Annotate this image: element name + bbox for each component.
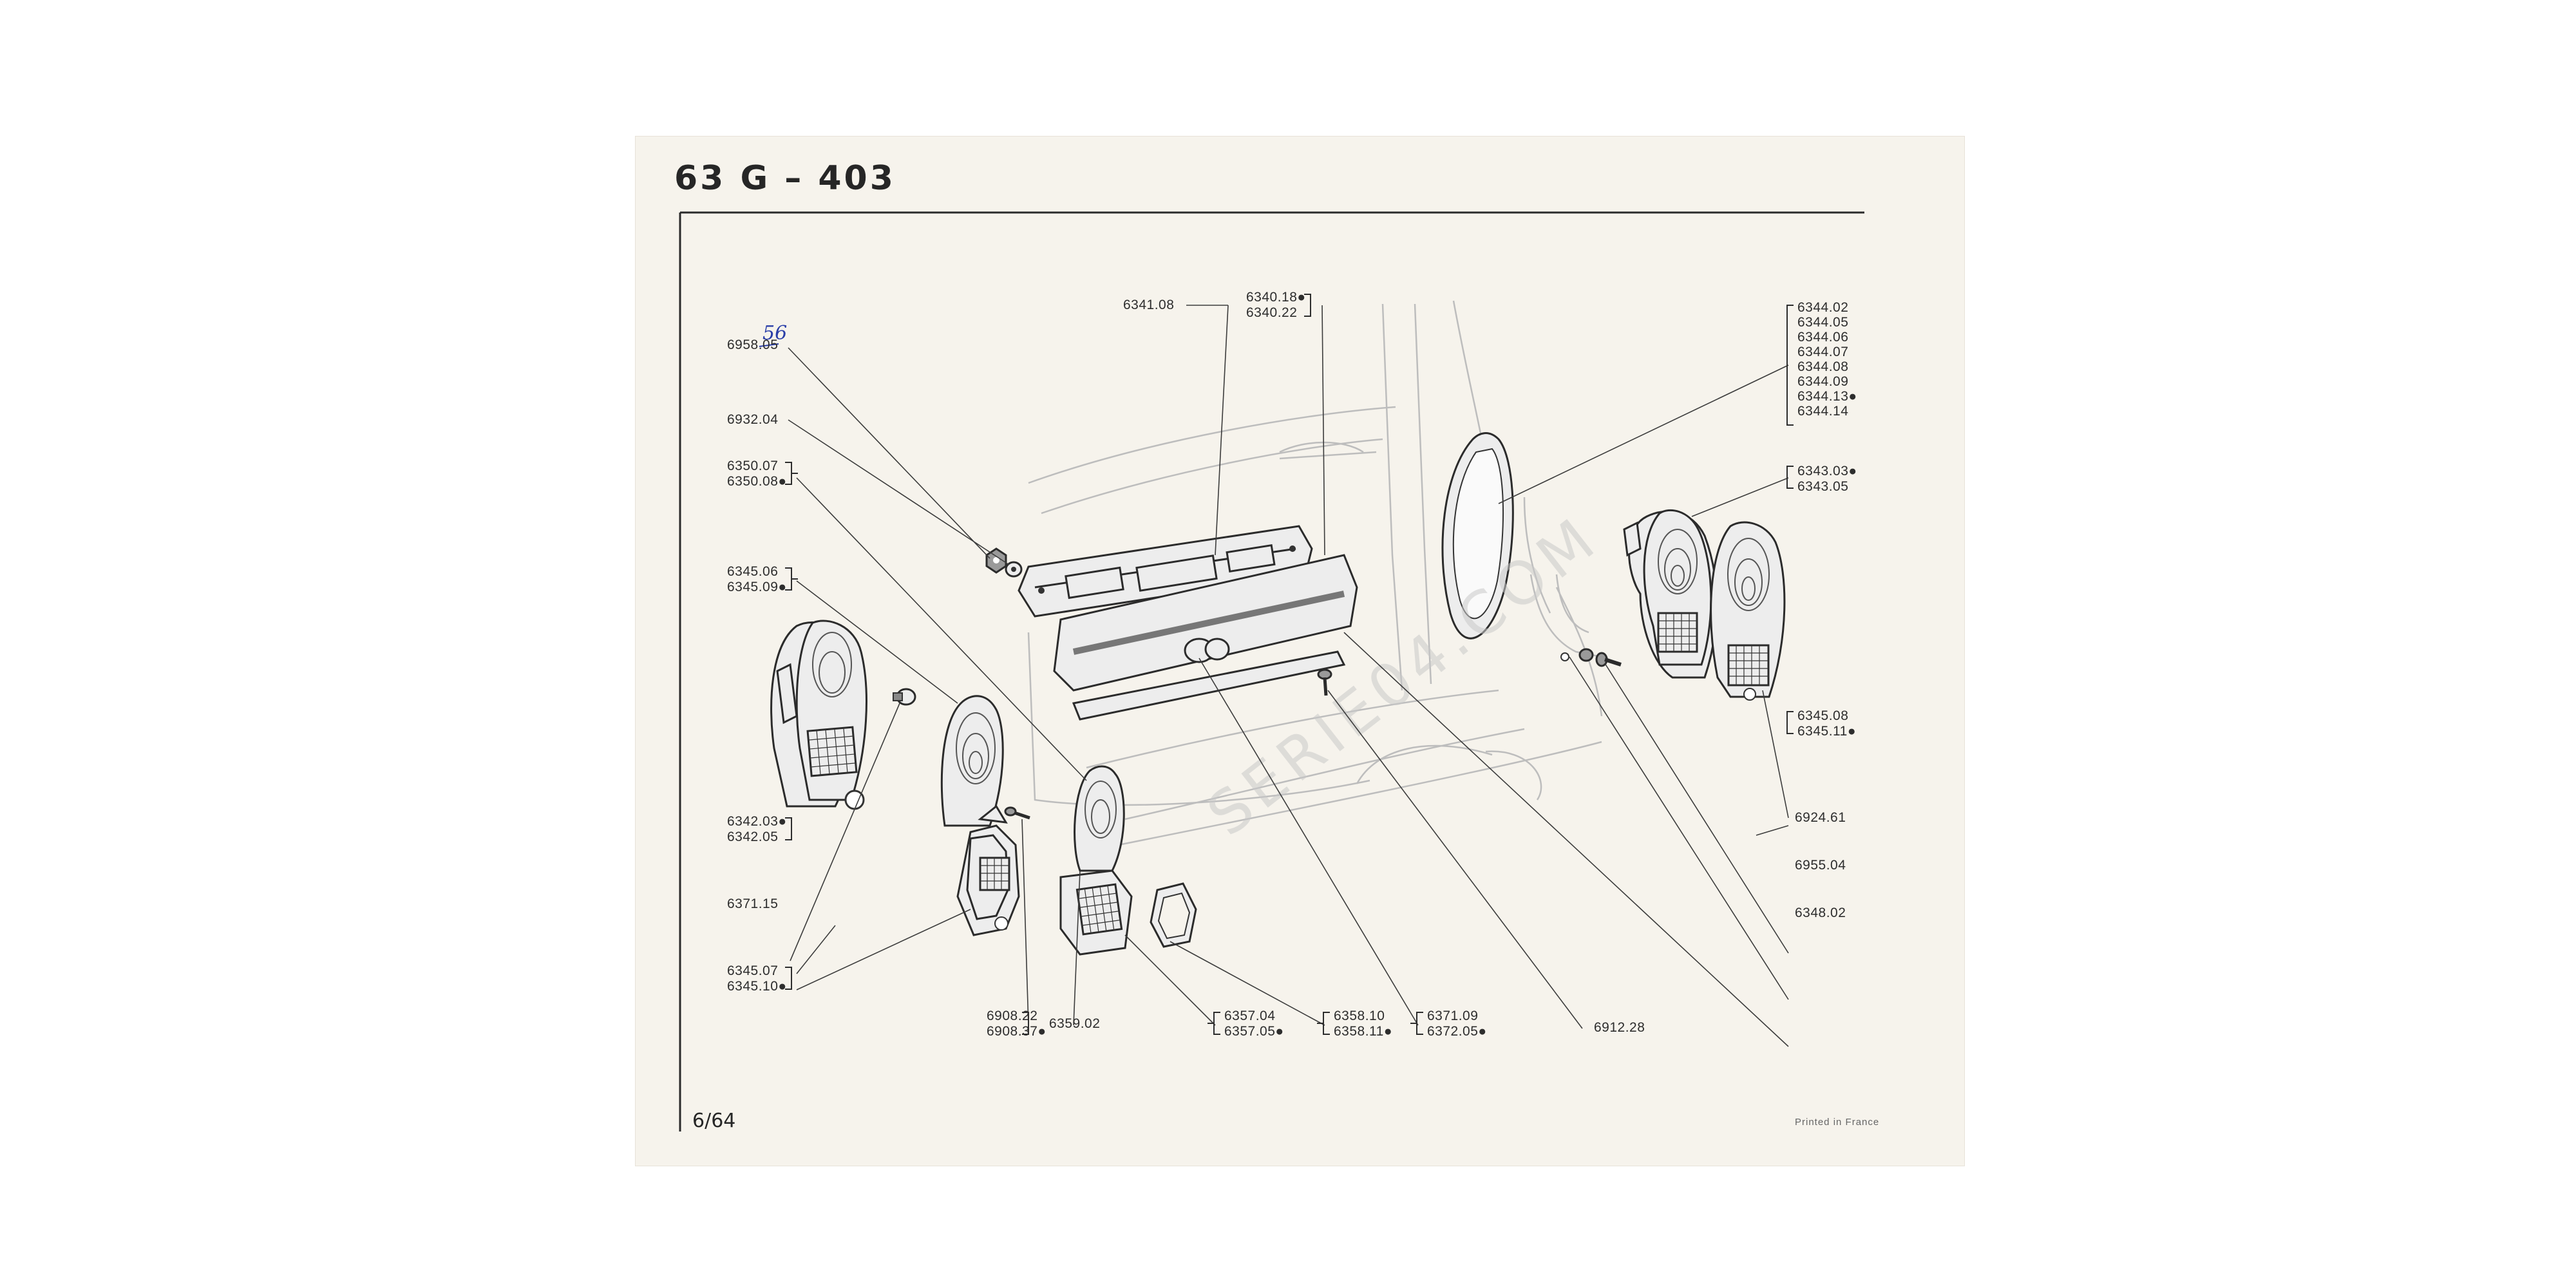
label-6344-09: 6344.09 bbox=[1797, 374, 1848, 389]
label-6344-07: 6344.07 bbox=[1797, 345, 1848, 359]
reflector-gasket bbox=[1150, 882, 1197, 948]
label-6341-08: 6341.08 bbox=[1123, 298, 1174, 312]
label-6359-02: 6359.02 bbox=[1049, 1016, 1100, 1031]
right-tail-lamp-body bbox=[1623, 509, 1718, 679]
label-6372-05: 6372.05● bbox=[1427, 1024, 1487, 1039]
part-labels: 6958.05 6932.04 6350.07 6350.08● 6345.06… bbox=[727, 290, 1857, 1039]
page-title: 63 G – 403 bbox=[674, 159, 896, 198]
page-number: 6/64 bbox=[692, 1110, 735, 1132]
label-6357-05: 6357.05● bbox=[1224, 1024, 1284, 1039]
licence-plate-light-housing bbox=[1018, 525, 1313, 618]
printed-note: Printed in France bbox=[1795, 1117, 1879, 1128]
bulb-icon bbox=[893, 688, 916, 706]
label-6340-18: 6340.18● bbox=[1246, 290, 1306, 305]
screw-icon bbox=[1317, 668, 1332, 696]
label-6912-28: 6912.28 bbox=[1594, 1020, 1645, 1035]
label-brackets bbox=[785, 294, 1794, 1035]
label-6932: 6932.04 bbox=[727, 412, 778, 427]
label-6345-11: 6345.11● bbox=[1797, 724, 1856, 739]
washer-icon bbox=[1005, 561, 1023, 578]
small-screw-icon bbox=[1004, 806, 1030, 820]
label-6345-08: 6345.08 bbox=[1797, 708, 1848, 723]
label-6371-15: 6371.15 bbox=[727, 896, 778, 911]
label-6343-03: 6343.03● bbox=[1797, 464, 1857, 478]
label-6344-14: 6344.14 bbox=[1797, 404, 1848, 419]
label-6358-10: 6358.10 bbox=[1334, 1009, 1385, 1023]
mounting-bracket bbox=[1530, 574, 1609, 661]
label-6344-08: 6344.08 bbox=[1797, 359, 1848, 374]
gasket-strip bbox=[1072, 650, 1346, 721]
label-6350-07: 6350.07 bbox=[727, 459, 778, 473]
right-tail-lamp-lens bbox=[1710, 521, 1786, 701]
handwritten-note: 56 bbox=[762, 322, 787, 345]
left-tail-lamp-lens bbox=[940, 695, 1004, 827]
label-6344-02: 6344.02 bbox=[1797, 300, 1848, 315]
label-6343-05: 6343.05 bbox=[1797, 479, 1848, 494]
label-6357-04: 6357.04 bbox=[1224, 1009, 1275, 1023]
handwritten-strike bbox=[759, 343, 779, 347]
bolt-icon bbox=[1595, 652, 1622, 667]
label-6908-22: 6908.22 bbox=[987, 1009, 1037, 1023]
car-body-outline bbox=[1027, 300, 1603, 853]
label-6340-22: 6340.22 bbox=[1246, 305, 1297, 320]
rear-light-seal bbox=[1441, 432, 1514, 639]
label-6371-09: 6371.09 bbox=[1427, 1009, 1478, 1023]
label-6344-13: 6344.13● bbox=[1797, 389, 1857, 404]
label-6958: 6958.05 bbox=[727, 337, 778, 352]
reflector-bar bbox=[1053, 554, 1358, 692]
label-6342-05: 6342.05 bbox=[727, 829, 778, 844]
label-6345-06: 6345.06 bbox=[727, 564, 778, 579]
label-6345-09: 6345.09● bbox=[727, 580, 787, 594]
centre-lamp-lens bbox=[1074, 765, 1125, 872]
label-6345-07: 6345.07 bbox=[727, 963, 778, 978]
square-reflector bbox=[1059, 869, 1133, 956]
lamp-reflector-unit bbox=[956, 804, 1020, 936]
label-6358-11: 6358.11● bbox=[1334, 1024, 1392, 1039]
label-6345-10: 6345.10● bbox=[727, 979, 787, 994]
label-6908-37: 6908.37● bbox=[987, 1024, 1046, 1039]
grommet-icon bbox=[1578, 648, 1594, 662]
label-6924-61: 6924.61 bbox=[1795, 810, 1846, 825]
left-tail-lamp-body bbox=[770, 620, 867, 810]
label-6955-04: 6955.04 bbox=[1795, 858, 1846, 873]
label-6350-08: 6350.08● bbox=[727, 474, 787, 489]
leader-lines bbox=[788, 305, 1789, 1047]
label-6344-05: 6344.05 bbox=[1797, 315, 1848, 330]
label-6344-06: 6344.06 bbox=[1797, 330, 1848, 345]
label-6348-02: 6348.02 bbox=[1795, 905, 1846, 920]
parts-catalog-page: 63 G – 403 6/64 Printed in France bbox=[636, 137, 1964, 1166]
exploded-diagram: 63 G – 403 6/64 Printed in France bbox=[674, 159, 1879, 1132]
label-6342-03: 6342.03● bbox=[727, 814, 787, 829]
